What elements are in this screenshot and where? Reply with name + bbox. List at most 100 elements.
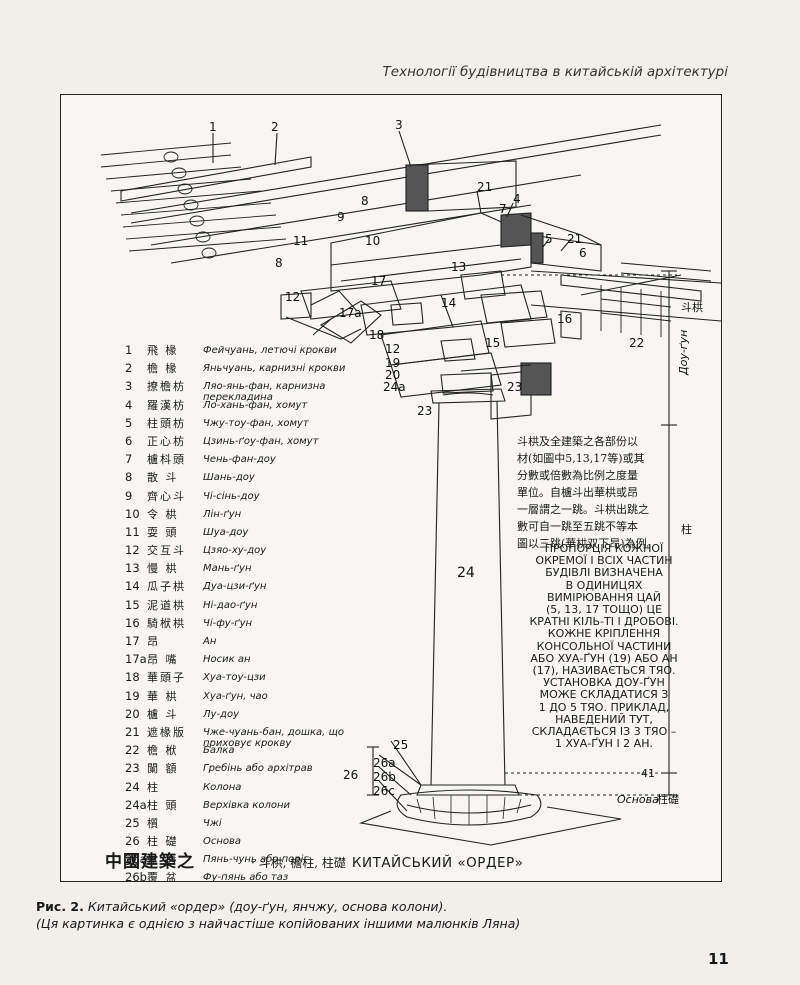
legend-translation: Фу-пянь або таз bbox=[203, 872, 289, 882]
ukrainian-note-line: Кожне кріплення bbox=[547, 627, 661, 641]
legend-chinese-term: 撩檐枋 bbox=[147, 380, 186, 393]
legend-chinese-term: 泥道栱 bbox=[147, 598, 186, 611]
legend-chinese-term: 盆 唇 bbox=[147, 853, 179, 866]
legend-translation: Основа bbox=[203, 836, 242, 848]
callout-13: 13 bbox=[451, 260, 466, 274]
callout-23a: 23 bbox=[507, 380, 522, 394]
legend-translation: Лін-ґун bbox=[203, 508, 242, 520]
legend-number: 20 bbox=[125, 706, 140, 721]
callout-11: 11 bbox=[293, 234, 308, 248]
ukrainian-note-line: будівлі визначена bbox=[545, 566, 663, 580]
legend-number: 26 bbox=[125, 834, 140, 849]
ukrainian-note-line: (17), називається тяо. bbox=[532, 664, 676, 678]
legend-chinese-term: 飛 椽 bbox=[147, 344, 179, 356]
legend-chinese-term: 令 栱 bbox=[147, 507, 179, 520]
legend-number: 3 bbox=[125, 379, 133, 394]
figure-title-sub: · 斗栱, 檐柱, 柱礎 bbox=[251, 856, 346, 870]
callout-16: 16 bbox=[557, 312, 572, 326]
chinese-note-line: 材(如圖中5,13,17等)或其 bbox=[517, 452, 645, 465]
caption-label: Рис. 2. bbox=[36, 899, 84, 914]
legend-row: 3 撩檐枋 Ляо-янь-фан, карнизна перекладина bbox=[125, 379, 385, 404]
callout-10: 10 bbox=[365, 234, 380, 248]
callout-24a: 24a bbox=[383, 380, 406, 394]
ukrainian-note-line: 1 хуа-ґун і 2 ан. bbox=[555, 737, 653, 751]
legend-chinese-term: 羅漢枋 bbox=[147, 398, 186, 411]
legend-number: 1 bbox=[125, 343, 133, 357]
callout-20: 20 bbox=[385, 368, 400, 382]
legend-translation: Чень-фан-доу bbox=[203, 454, 276, 466]
legend-chinese-term: 檐 栿 bbox=[147, 744, 179, 757]
legend-chinese-term: 華 栱 bbox=[147, 689, 179, 702]
legend-chinese-term: 瓜子栱 bbox=[147, 580, 186, 593]
legend-chinese-term: 櫨 斗 bbox=[147, 707, 179, 720]
callout-12a: 12 bbox=[285, 290, 300, 304]
legend-translation: Хуа-тоу-цзи bbox=[203, 672, 266, 684]
legend-chinese-term: 櫨枓頭 bbox=[147, 453, 186, 466]
callout-14: 14 bbox=[441, 296, 456, 310]
callout-22: 22 bbox=[629, 336, 644, 350]
legend-translation: Ляо-янь-фан, карнизна перекладина bbox=[203, 381, 326, 404]
ukrainian-note-line: окремої і всіх частин bbox=[535, 554, 673, 568]
legend-number: 26a bbox=[125, 852, 147, 867]
legend-number: 13 bbox=[125, 561, 140, 576]
ukrainian-note-line: складається із 3 тяо – bbox=[531, 725, 677, 739]
callout-9: 9 bbox=[337, 210, 345, 224]
callout-26: 26 bbox=[343, 768, 358, 782]
chinese-note-line: 單位。自櫨斗出華栱或昂 bbox=[517, 486, 638, 499]
legend-chinese-term: 柱 bbox=[147, 780, 160, 793]
legend-number: 19 bbox=[125, 688, 140, 703]
legend-number: 22 bbox=[125, 743, 140, 758]
ukrainian-note-line: Установка доу-ґун bbox=[543, 676, 665, 690]
legend-translation: Ло-хань-фан, хомут bbox=[203, 399, 308, 411]
callout-18: 18 bbox=[369, 328, 384, 342]
legend-row: 20 櫨 斗 Лу-доу bbox=[125, 707, 385, 725]
legend-translation: Цзинь-ґоу-фан, хомут bbox=[203, 435, 319, 447]
legend-chinese-term: 慢 栱 bbox=[147, 562, 179, 575]
legend-translation: Гребінь або архітрав bbox=[203, 763, 313, 775]
legend-translation: Чжу-тоу-фан, хомут bbox=[203, 417, 309, 429]
ukrainian-note-line: може складатися з bbox=[539, 688, 669, 702]
callout-5: 5 bbox=[545, 232, 553, 246]
callout-4: 4 bbox=[513, 192, 521, 206]
legend-row: 22 檐 栿 Балка bbox=[125, 743, 385, 761]
chinese-note-line: 分數或倍數為比例之度量 bbox=[517, 469, 638, 482]
legend-chinese-term: 柱頭枋 bbox=[147, 416, 186, 429]
legend-translation: Балка bbox=[203, 745, 235, 757]
legend-translation: Лу-доу bbox=[203, 708, 239, 720]
legend-translation: Цзяо-ху-доу bbox=[203, 545, 267, 557]
legend-number: 25 bbox=[125, 815, 140, 830]
legend-translation: Шань-доу bbox=[203, 472, 255, 484]
callout-17a: 17a bbox=[339, 306, 362, 320]
ukrainian-note-line: в одиницях bbox=[565, 578, 643, 592]
callout-26b: 26b bbox=[373, 770, 396, 784]
figure-frame: 1 2 3 21 4 5 21 6 7 8 9 10 11 8 12 13 17… bbox=[60, 94, 722, 882]
callout-12b: 12 bbox=[385, 342, 400, 356]
figure-caption: Рис. 2. Китайський «ордер» (доу-ґун, янч… bbox=[36, 898, 736, 932]
legend-chinese-term: 昂 bbox=[147, 635, 160, 647]
caption-text: Китайський «ордер» (доу-ґун, янчжу, осно… bbox=[87, 899, 448, 914]
callout-3: 3 bbox=[395, 118, 403, 132]
callout-15: 15 bbox=[485, 336, 500, 350]
legend-number: 12 bbox=[125, 543, 140, 558]
side-label-dougong-cn: 斗栱 bbox=[681, 300, 703, 314]
legend-chinese-term: 散 斗 bbox=[147, 471, 179, 484]
legend-chinese-term: 正心枋 bbox=[147, 434, 186, 447]
legend-chinese-term: 遮椽版 bbox=[147, 725, 186, 738]
legend-chinese-term: 覆 盆 bbox=[147, 871, 179, 882]
